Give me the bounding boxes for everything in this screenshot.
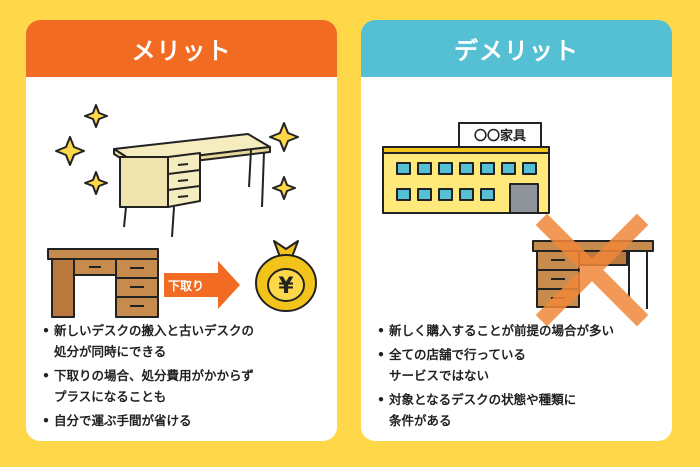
yen-symbol: ¥ — [278, 274, 294, 299]
store-building-image: 〇〇家具 — [382, 122, 550, 214]
demerit-item: 新しく購入することが前提の場合が多い — [377, 320, 664, 341]
demerit-panel: デメリット 〇〇家具 — [361, 20, 672, 441]
demerit-title: デメリット — [361, 20, 672, 77]
merit-list: 新しいデスクの搬入と古いデスクの 処分が同時にできる 下取りの場合、処分費用がか… — [42, 320, 329, 434]
demerit-item: 対象となるデスクの状態や種類に 条件がある — [377, 389, 664, 431]
arrow-label: 下取り — [168, 279, 204, 293]
cross-icon — [535, 213, 649, 327]
demerit-illustration: 〇〇家具 — [382, 122, 654, 327]
old-desk-image — [47, 248, 159, 318]
merit-item: 自分で運ぶ手間が省ける — [42, 410, 329, 431]
merit-panel: メリット — [26, 20, 337, 441]
sparkle-icon — [55, 104, 299, 200]
merit-item: 新しいデスクの搬入と古いデスクの 処分が同時にできる — [42, 320, 329, 362]
money-bag-icon: ¥ — [255, 240, 317, 312]
store-sign: 〇〇家具 — [474, 128, 526, 144]
new-desk-image — [113, 133, 271, 238]
demerit-item: 全ての店舗で行っている サービスではない — [377, 344, 664, 386]
trade-in-arrow: 下取り — [164, 261, 240, 309]
merit-title: メリット — [26, 20, 337, 77]
merit-item: 下取りの場合、処分費用がかからず プラスになることも — [42, 365, 329, 407]
merit-illustration: 下取り ¥ — [47, 104, 317, 318]
demerit-list: 新しく購入することが前提の場合が多い 全ての店舗で行っている サービスではない … — [377, 320, 664, 434]
